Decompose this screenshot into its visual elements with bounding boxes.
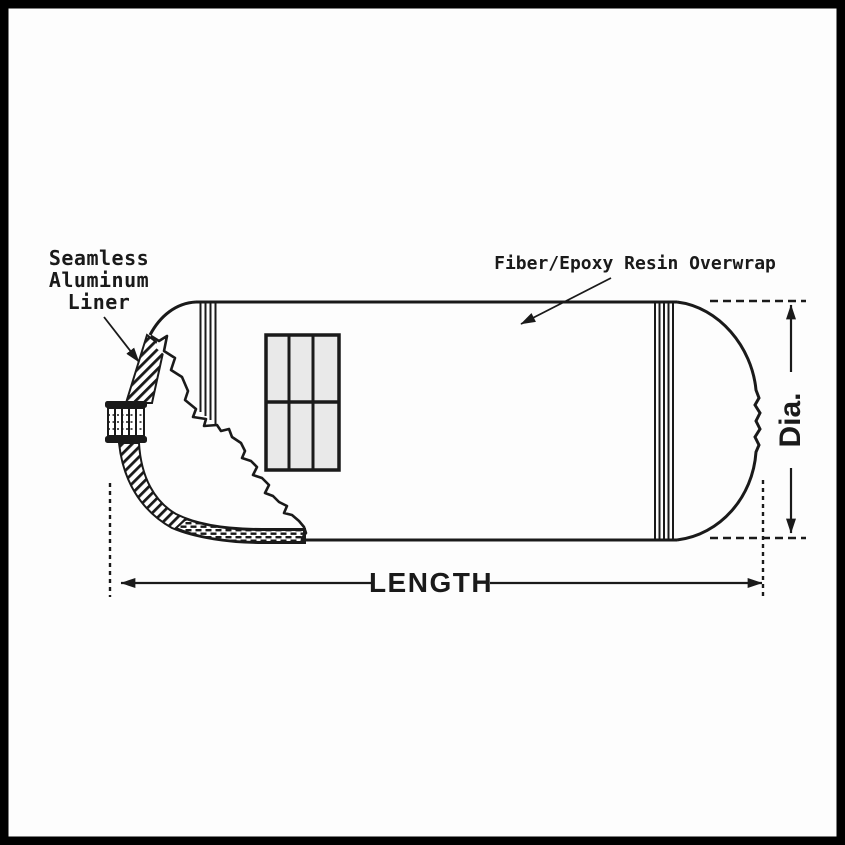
neck-boss [105,401,147,443]
callout-liner-leader-arrow [103,316,140,363]
neck-flange-top [105,401,147,408]
callout-overwrap-label: Fiber/Epoxy Resin Overwrap [494,253,776,274]
callout-liner-line3: Liner [68,290,131,314]
wrap-band-right [654,303,674,539]
tank-right-dome [676,300,762,542]
callout-liner: Seamless Aluminum Liner [49,246,149,363]
callout-liner-line1: Seamless [49,246,149,270]
callout-overwrap-leader-arrow [520,277,612,325]
cutaway-tear-line [150,334,308,543]
dia-dimension: Dia. [710,299,807,540]
callout-overwrap: Fiber/Epoxy Resin Overwrap [494,253,776,325]
liner-wall-weave [174,517,305,543]
label-grid [264,333,341,472]
length-dim-label: LENGTH [369,567,493,598]
wrap-band-left [199,303,217,424]
neck-flange-bottom [105,436,147,443]
dia-dim-label: Dia. [774,392,807,447]
tank-diagram: Seamless Aluminum Liner Fiber/Epoxy Resi… [49,246,807,598]
callout-liner-line2: Aluminum [49,268,149,292]
length-dimension: LENGTH [108,480,765,598]
tank-left-dome-top [148,300,197,336]
